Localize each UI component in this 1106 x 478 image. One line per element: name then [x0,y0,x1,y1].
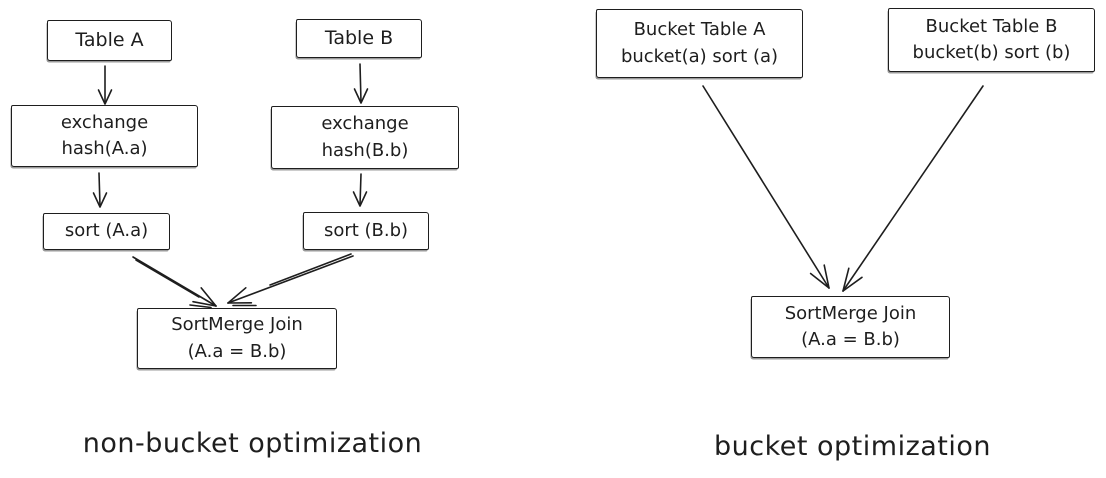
arrow-table-b-to-exchange-b [353,63,369,104]
node-exchange-b-line2: hash(B.b) [321,139,409,161]
node-bucket-table-b-line1: Bucket Table B [925,15,1058,37]
node-exchange-b: exchange hash(B.b) [271,106,459,169]
node-table-b-label: Table B [324,26,394,49]
arrow-bucket-a-to-join [702,85,830,289]
node-table-a-label: Table A [75,28,144,51]
node-sortmerge-join-right-line1: SortMerge Join [784,302,917,324]
node-sortmerge-join-left-line2: (A.a = B.b) [187,340,287,362]
node-sort-b-label: sort (B.b) [323,219,409,241]
node-table-a: Table A [47,20,172,61]
arrow-table-a-to-exchange-a [97,65,113,105]
node-bucket-table-b: Bucket Table B bucket(b) sort (b) [888,8,1095,72]
node-sortmerge-join-right-line2: (A.a = B.b) [801,329,900,350]
node-exchange-a: exchange hash(A.a) [11,105,198,167]
node-exchange-a-line1: exchange [60,111,149,133]
node-bucket-table-a-line2: bucket(a) sort (a) [620,45,779,67]
node-table-b: Table B [296,19,422,58]
node-sort-a: sort (A.a) [43,213,170,250]
arrow-sort-a-to-join [132,256,217,309]
node-exchange-a-line2: hash(A.a) [61,138,148,159]
caption-bucket-optimization: bucket optimization [713,431,992,462]
node-sortmerge-join-right: SortMerge Join (A.a = B.b) [751,296,950,358]
node-sortmerge-join-left: SortMerge Join (A.a = B.b) [137,308,337,369]
node-bucket-table-a: Bucket Table A bucket(a) sort (a) [596,9,803,78]
arrow-bucket-b-to-join [842,85,984,292]
arrow-exchange-a-to-sort-a [92,172,108,208]
node-sort-b: sort (B.b) [303,212,429,250]
arrow-exchange-b-to-sort-b [352,173,368,207]
node-bucket-table-a-line1: Bucket Table A [633,19,766,41]
arrow-sort-b-to-join [227,253,354,307]
node-sortmerge-join-left-line1: SortMerge Join [171,314,303,336]
node-bucket-table-b-line2: bucket(b) sort (b) [912,42,1071,63]
node-sort-a-label: sort (A.a) [64,220,149,242]
caption-non-bucket-optimization: non-bucket optimization [82,428,423,459]
node-exchange-b-line1: exchange [321,113,409,135]
